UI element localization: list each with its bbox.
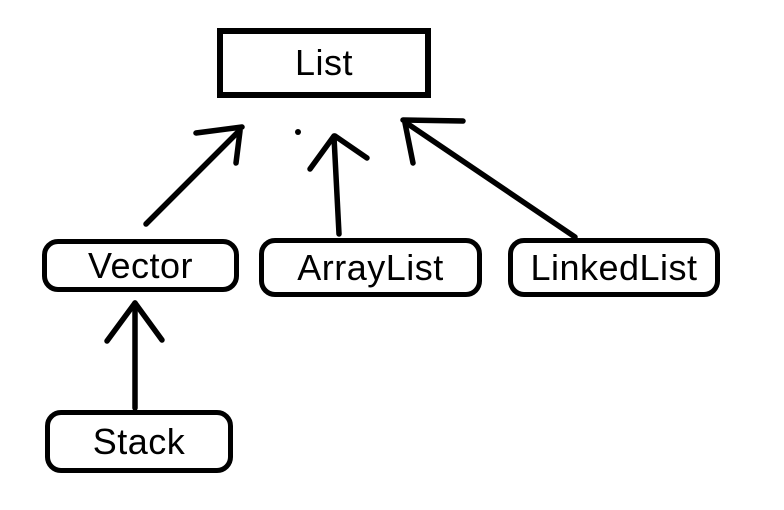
node-list: List xyxy=(217,28,431,98)
edge-vector-to-list-arrow xyxy=(143,124,245,227)
node-linkedlist-label: LinkedList xyxy=(530,246,698,288)
edge-arraylist-to-list-arrow xyxy=(307,133,370,237)
node-arraylist-label: ArrayList xyxy=(297,246,444,288)
node-vector-label: Vector xyxy=(87,244,194,286)
node-vector: Vector xyxy=(42,239,239,292)
node-stack: Stack xyxy=(45,410,233,473)
node-arraylist: ArrayList xyxy=(259,238,482,297)
node-list-label: List xyxy=(294,42,354,83)
stray-dot xyxy=(295,129,301,135)
edge-stack-to-vector-arrow xyxy=(104,300,165,411)
node-linkedlist: LinkedList xyxy=(508,238,720,297)
edge-linkedlist-to-list-arrow xyxy=(400,117,578,240)
node-stack-label: Stack xyxy=(92,420,186,462)
